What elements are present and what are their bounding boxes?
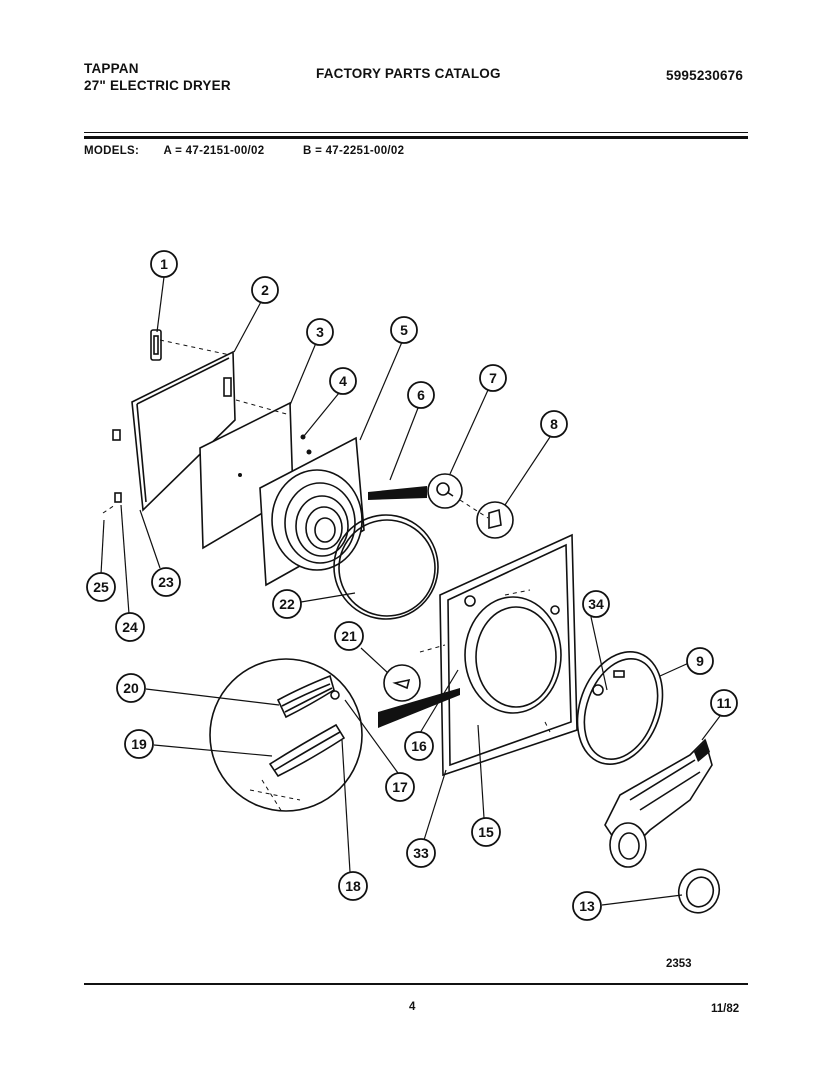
svg-text:21: 21 — [341, 628, 357, 644]
part-latch — [150, 329, 162, 361]
svg-text:25: 25 — [93, 579, 109, 595]
callout-8: 8 — [540, 410, 568, 438]
svg-text:5: 5 — [400, 322, 408, 338]
hinge-7-leader-band — [368, 486, 427, 500]
svg-text:1: 1 — [160, 256, 168, 272]
callout-9: 9 — [686, 647, 714, 675]
callout-16: 16 — [404, 731, 434, 761]
svg-text:2: 2 — [261, 282, 269, 298]
callout-20: 20 — [116, 673, 146, 703]
callout-34: 34 — [582, 590, 610, 618]
callout-5: 5 — [390, 316, 418, 344]
callout-1: 1 — [150, 250, 178, 278]
callout-13: 13 — [572, 891, 602, 921]
part-hinge-21 — [383, 664, 421, 702]
callout-21: 21 — [334, 621, 364, 651]
front-panel-leader-band — [378, 688, 460, 728]
callout-25: 25 — [86, 572, 116, 602]
svg-text:3: 3 — [316, 324, 324, 340]
svg-text:17: 17 — [392, 779, 408, 795]
model-b: B = 47-2251-00/02 — [303, 145, 405, 157]
svg-text:4: 4 — [339, 373, 347, 389]
svg-text:22: 22 — [279, 596, 295, 612]
part-front-panel — [439, 533, 578, 777]
callout-24: 24 — [115, 612, 145, 642]
part-hinge-7 — [427, 473, 463, 509]
svg-text:23: 23 — [158, 574, 174, 590]
callout-7: 7 — [479, 364, 507, 392]
svg-text:33: 33 — [413, 845, 429, 861]
svg-text:13: 13 — [579, 898, 595, 914]
part-duct-seal — [677, 868, 721, 914]
part-door-seal — [333, 514, 439, 620]
svg-text:16: 16 — [411, 738, 427, 754]
callout-2: 2 — [251, 276, 279, 304]
callout-6: 6 — [407, 381, 435, 409]
footer-rule — [84, 983, 748, 985]
svg-text:7: 7 — [489, 370, 497, 386]
models-line: MODELS: A = 47-2151-00/02 B = 47-2251-00… — [84, 145, 404, 157]
part-hinge-8 — [476, 501, 514, 539]
assembly-lines — [102, 339, 551, 733]
drawing-number: 2353 — [666, 958, 692, 970]
callout-3: 3 — [306, 318, 334, 346]
callout-15: 15 — [471, 817, 501, 847]
part-door-outer-panel — [112, 350, 236, 512]
svg-text:6: 6 — [417, 387, 425, 403]
revision-date: 11/82 — [711, 1003, 740, 1015]
product-name: 27" ELECTRIC DRYER — [84, 78, 231, 93]
callout-19: 19 — [124, 729, 154, 759]
catalog-number: 5995230676 — [666, 68, 744, 83]
svg-text:18: 18 — [345, 878, 361, 894]
callout-4: 4 — [329, 367, 357, 395]
callout-11: 11 — [710, 689, 738, 717]
callout-23: 23 — [151, 567, 181, 597]
svg-text:11: 11 — [717, 695, 732, 711]
leader-lines — [100, 276, 721, 906]
svg-text:19: 19 — [131, 736, 147, 752]
svg-text:8: 8 — [550, 416, 558, 432]
header-rule-thin — [84, 132, 748, 133]
part-exhaust-duct — [604, 738, 713, 868]
callout-17: 17 — [385, 772, 415, 802]
callout-22: 22 — [272, 589, 302, 619]
part-bearing-ring — [576, 651, 664, 765]
svg-text:9: 9 — [696, 653, 704, 669]
svg-text:15: 15 — [478, 824, 494, 840]
page-number: 4 — [409, 1001, 416, 1013]
detail-magnifier — [209, 658, 363, 813]
catalog-title: FACTORY PARTS CATALOG — [316, 66, 501, 81]
callout-18: 18 — [338, 871, 368, 901]
svg-text:34: 34 — [588, 596, 604, 612]
brand-name: TAPPAN — [84, 61, 139, 76]
callout-33: 33 — [406, 838, 436, 868]
models-label: MODELS: — [84, 145, 140, 157]
model-a: A = 47-2151-00/02 — [163, 145, 265, 157]
svg-text:24: 24 — [122, 619, 138, 635]
header-rule-thick — [84, 136, 748, 139]
svg-text:20: 20 — [123, 680, 139, 696]
